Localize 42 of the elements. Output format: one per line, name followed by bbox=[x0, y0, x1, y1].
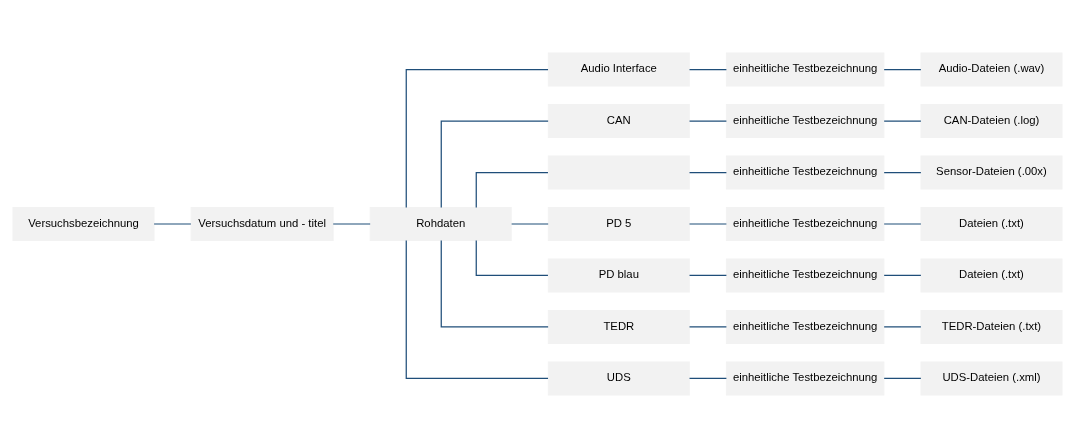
node-box: Audio-Dateien (.wav) bbox=[920, 52, 1063, 87]
node-box: Audio Interface bbox=[547, 52, 690, 87]
connector bbox=[440, 120, 549, 209]
node-box: PD blau bbox=[547, 258, 690, 293]
connector bbox=[883, 120, 922, 122]
node-box: Dateien (.txt) bbox=[920, 207, 1063, 241]
connector bbox=[440, 239, 549, 328]
connector bbox=[688, 171, 727, 174]
connector bbox=[883, 274, 922, 277]
node-box bbox=[547, 155, 690, 190]
connector bbox=[475, 171, 549, 209]
node-box: einheitliche Testbezeichnung bbox=[725, 104, 885, 139]
node-box: TEDR bbox=[547, 309, 690, 344]
node-box: Sensor-Dateien (.00x) bbox=[920, 155, 1063, 190]
connector bbox=[883, 326, 922, 328]
node-box: Rohdaten bbox=[369, 207, 512, 241]
connector bbox=[688, 377, 727, 380]
node-box: einheitliche Testbezeichnung bbox=[725, 361, 885, 396]
connector bbox=[883, 171, 922, 174]
connector bbox=[883, 68, 922, 71]
node-box: Versuchsdatum und - titel bbox=[190, 207, 334, 241]
node-box: PD 5 bbox=[547, 207, 690, 241]
node-box: Dateien (.txt) bbox=[920, 258, 1063, 293]
node-box: einheitliche Testbezeichnung bbox=[725, 155, 885, 190]
connector bbox=[475, 239, 549, 277]
node-box: einheitliche Testbezeichnung bbox=[725, 258, 885, 293]
connector bbox=[405, 239, 549, 380]
node-box: einheitliche Testbezeichnung bbox=[725, 309, 885, 344]
connector bbox=[688, 68, 727, 71]
connector bbox=[688, 120, 727, 122]
node-box: einheitliche Testbezeichnung bbox=[725, 52, 885, 87]
node-box: UDS bbox=[547, 361, 690, 396]
node-box: UDS-Dateien (.xml) bbox=[920, 361, 1063, 396]
node-box: Versuchsbezeichnung bbox=[12, 207, 155, 241]
node-box: CAN-Dateien (.log) bbox=[920, 104, 1063, 139]
node-box: TEDR-Dateien (.txt) bbox=[920, 309, 1063, 344]
connector bbox=[688, 326, 727, 328]
node-box: CAN bbox=[547, 104, 690, 139]
connector bbox=[883, 377, 922, 380]
connector bbox=[688, 274, 727, 277]
connector bbox=[405, 68, 549, 209]
node-box: einheitliche Testbezeichnung bbox=[725, 207, 885, 241]
